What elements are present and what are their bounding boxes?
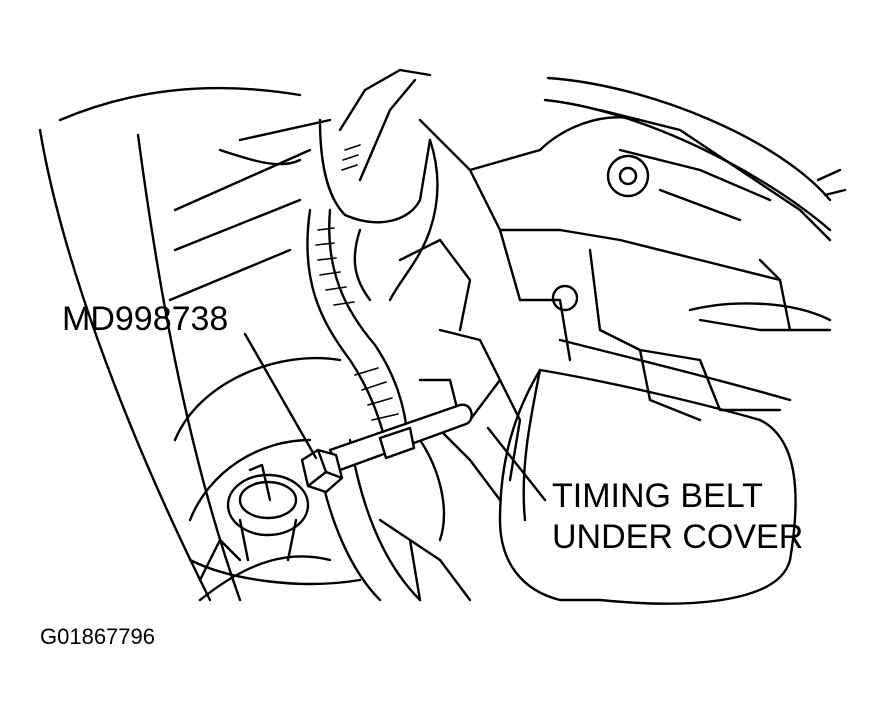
tool-leader-line bbox=[243, 332, 318, 460]
figure-id: G01867796 bbox=[40, 624, 155, 649]
engine-block bbox=[168, 108, 847, 482]
tool-label: MD998738 bbox=[62, 300, 229, 338]
leader-lines bbox=[243, 332, 547, 502]
md998738-tool bbox=[300, 403, 473, 494]
outer-arcs bbox=[38, 76, 832, 602]
cover-leader-line bbox=[486, 426, 547, 502]
cover-label-line-2: UNDER COVER bbox=[552, 518, 804, 556]
hose bbox=[306, 68, 439, 442]
timing-belt-cover bbox=[498, 338, 797, 605]
crank-pulley bbox=[173, 356, 502, 602]
cover-label-line-1: TIMING BELT bbox=[552, 477, 763, 515]
timing-belt-cover-label: TIMING BELT UNDER COVER bbox=[552, 476, 803, 558]
